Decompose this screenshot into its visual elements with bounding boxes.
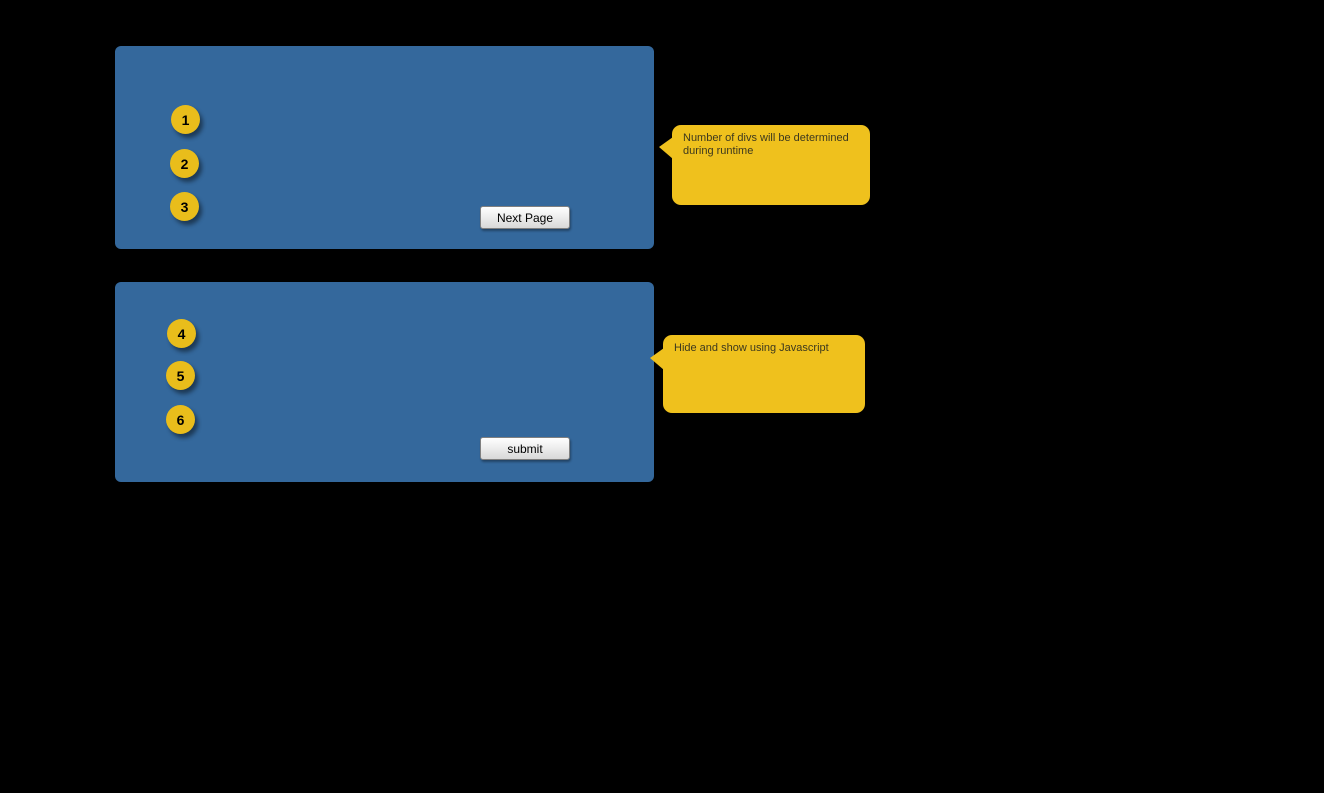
numbered-marker-4: 4 [167, 319, 196, 348]
callout-text: Hide and show using Javascript [674, 342, 829, 354]
content-panel-1: 1 2 3 Next Page [115, 46, 654, 249]
callout-runtime-divs: Number of divs will be determined during… [659, 125, 870, 205]
callout-hide-show: Hide and show using Javascript [650, 335, 865, 413]
next-page-button[interactable]: Next Page [480, 206, 570, 229]
numbered-marker-5: 5 [166, 361, 195, 390]
numbered-marker-1: 1 [171, 105, 200, 134]
submit-button[interactable]: submit [480, 437, 570, 460]
numbered-marker-6: 6 [166, 405, 195, 434]
content-panel-2: 4 5 6 submit [115, 282, 654, 482]
callout-tail-icon [650, 348, 664, 370]
numbered-marker-2: 2 [170, 149, 199, 178]
callout-tail-icon [659, 137, 673, 159]
numbered-marker-3: 3 [170, 192, 199, 221]
callout-text: Number of divs will be determined during… [683, 132, 849, 157]
